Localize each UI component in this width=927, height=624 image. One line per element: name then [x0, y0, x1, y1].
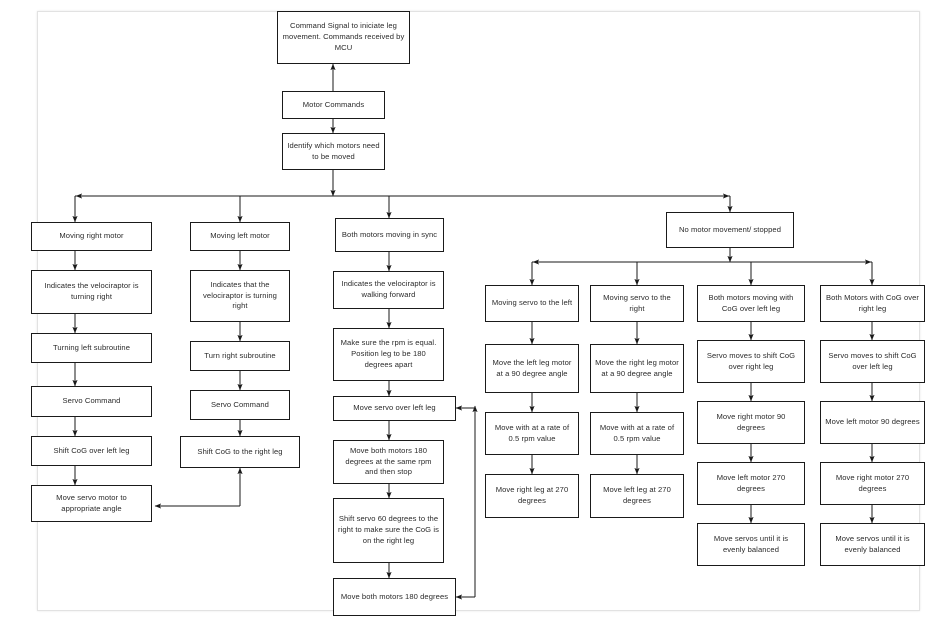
node-both-motors-sync-label: Both motors moving in sync	[341, 229, 438, 239]
node-move-servos-balanced-a[interactable]: Move servos until it is evenly balanced	[697, 523, 805, 566]
node-servo-shift-cog-left-label: Servo moves to shift CoG over left leg	[828, 350, 917, 371]
node-shift-servo-60-degrees-label: Shift servo 60 degrees to the right to m…	[338, 514, 439, 545]
node-move-both-motors-180[interactable]: Move both motors 180 degrees	[333, 578, 456, 616]
node-move-left-leg-270-label: Move left leg at 270 degrees	[603, 485, 671, 505]
node-moving-servo-left-label: Moving servo to the left	[491, 298, 573, 308]
node-both-motors-cog-right[interactable]: Both Motors with CoG over right leg	[820, 285, 925, 322]
node-moving-servo-right[interactable]: Moving servo to the right	[590, 285, 684, 322]
node-make-sure-rpm-equal-label: Make sure the rpm is equal. Position leg…	[340, 338, 437, 369]
node-turn-right-subroutine-label: Turn right subroutine	[204, 350, 276, 360]
node-shift-cog-right-leg-label: Shift CoG to the right leg	[197, 446, 283, 456]
node-move-servos-balanced-a-label: Move servos until it is evenly balanced	[713, 533, 789, 554]
node-move-servo-appropriate-angle-label: Move servo motor to appropriate angle	[56, 492, 127, 513]
node-move-left-motor-270[interactable]: Move left motor 270 degrees	[697, 462, 805, 505]
node-move-both-motors-180-same-rpm-label: Move both motors 180 degrees at the same…	[345, 445, 432, 477]
node-servo-shift-cog-left[interactable]: Servo moves to shift CoG over left leg	[820, 340, 925, 383]
node-shift-cog-right-leg[interactable]: Shift CoG to the right leg	[180, 436, 300, 468]
node-indicates-turning-right-a-label: Indicates the velociraptor is turning ri…	[44, 281, 139, 301]
node-move-rate-05-rpm-b[interactable]: Move with at a rate of 0.5 rpm value	[590, 412, 684, 455]
node-move-right-leg-90-label: Move the right leg motor at a 90 degree …	[595, 357, 679, 378]
node-moving-left-motor[interactable]: Moving left motor	[190, 222, 290, 251]
node-moving-servo-left[interactable]: Moving servo to the left	[485, 285, 579, 322]
node-moving-right-motor-label: Moving right motor	[59, 231, 124, 241]
node-moving-left-motor-label: Moving left motor	[210, 231, 270, 241]
node-indicates-turning-right-a[interactable]: Indicates the velociraptor is turning ri…	[31, 270, 152, 314]
node-move-left-leg-90[interactable]: Move the left leg motor at a 90 degree a…	[485, 344, 579, 393]
node-turning-left-subroutine-label: Turning left subroutine	[52, 342, 131, 352]
node-move-both-motors-180-label: Move both motors 180 degrees	[340, 591, 449, 601]
node-shift-cog-left-leg[interactable]: Shift CoG over left leg	[31, 436, 152, 466]
node-move-servos-balanced-b[interactable]: Move servos until it is evenly balanced	[820, 523, 925, 566]
node-identify-motors-label: Identify which motors need to be moved	[287, 140, 380, 161]
node-shift-cog-left-leg-label: Shift CoG over left leg	[53, 445, 130, 455]
node-both-motors-cog-left-label: Both motors moving with CoG over left le…	[708, 292, 794, 313]
node-indicates-walking-forward-label: Indicates the velociraptor is walking fo…	[341, 279, 436, 299]
node-servo-shift-cog-right-label: Servo moves to shift CoG over right leg	[706, 350, 796, 371]
node-moving-right-motor[interactable]: Moving right motor	[31, 222, 152, 251]
node-shift-servo-60-degrees[interactable]: Shift servo 60 degrees to the right to m…	[333, 498, 444, 563]
node-move-right-motor-270[interactable]: Move right motor 270 degrees	[820, 462, 925, 505]
node-move-left-motor-270-label: Move left motor 270 degrees	[716, 472, 786, 493]
node-move-servo-over-left-leg[interactable]: Move servo over left leg	[333, 396, 456, 421]
node-move-rate-05-rpm-a-label: Move with at a rate of 0.5 rpm value	[494, 422, 570, 443]
node-indicates-walking-forward[interactable]: Indicates the velociraptor is walking fo…	[333, 271, 444, 309]
node-move-right-motor-90[interactable]: Move right motor 90 degrees	[697, 401, 805, 444]
node-turning-left-subroutine[interactable]: Turning left subroutine	[31, 333, 152, 363]
node-servo-command-b[interactable]: Servo Command	[190, 390, 290, 420]
node-command-signal-label: Command Signal to iniciate leg movement.…	[282, 21, 405, 52]
node-move-left-motor-90-label: Move left motor 90 degrees	[825, 417, 920, 427]
node-move-right-leg-270-label: Move right leg at 270 degrees	[495, 485, 569, 505]
node-no-motor-movement[interactable]: No motor movement/ stopped	[666, 212, 794, 248]
node-move-servos-balanced-b-label: Move servos until it is evenly balanced	[835, 533, 910, 554]
node-identify-motors[interactable]: Identify which motors need to be moved	[282, 133, 385, 170]
node-move-right-leg-90[interactable]: Move the right leg motor at a 90 degree …	[590, 344, 684, 393]
node-command-signal[interactable]: Command Signal to iniciate leg movement.…	[277, 11, 410, 64]
node-both-motors-sync[interactable]: Both motors moving in sync	[335, 218, 444, 252]
node-servo-shift-cog-right[interactable]: Servo moves to shift CoG over right leg	[697, 340, 805, 383]
node-indicates-turning-right-b[interactable]: Indicates that the velociraptor is turni…	[190, 270, 290, 322]
node-move-left-leg-270[interactable]: Move left leg at 270 degrees	[590, 474, 684, 518]
node-move-left-motor-90[interactable]: Move left motor 90 degrees	[820, 401, 925, 444]
node-indicates-turning-right-b-label: Indicates that the velociraptor is turni…	[203, 279, 277, 311]
node-servo-command-a-label: Servo Command	[62, 396, 121, 406]
node-both-motors-cog-right-label: Both Motors with CoG over right leg	[825, 292, 920, 313]
node-motor-commands-label: Motor Commands	[302, 99, 365, 109]
node-move-servo-appropriate-angle[interactable]: Move servo motor to appropriate angle	[31, 485, 152, 522]
node-move-left-leg-90-label: Move the left leg motor at a 90 degree a…	[492, 357, 572, 378]
node-move-both-motors-180-same-rpm[interactable]: Move both motors 180 degrees at the same…	[333, 440, 444, 484]
node-move-right-motor-270-label: Move right motor 270 degrees	[835, 472, 910, 493]
node-both-motors-cog-left[interactable]: Both motors moving with CoG over left le…	[697, 285, 805, 322]
node-turn-right-subroutine[interactable]: Turn right subroutine	[190, 341, 290, 371]
node-servo-command-b-label: Servo Command	[211, 399, 269, 409]
node-servo-command-a[interactable]: Servo Command	[31, 386, 152, 417]
node-make-sure-rpm-equal[interactable]: Make sure the rpm is equal. Position leg…	[333, 328, 444, 381]
node-move-rate-05-rpm-a[interactable]: Move with at a rate of 0.5 rpm value	[485, 412, 579, 455]
node-move-servo-over-left-leg-label: Move servo over left leg	[353, 403, 436, 413]
node-move-right-leg-270[interactable]: Move right leg at 270 degrees	[485, 474, 579, 518]
node-moving-servo-right-label: Moving servo to the right	[603, 292, 671, 313]
node-move-rate-05-rpm-b-label: Move with at a rate of 0.5 rpm value	[599, 422, 675, 443]
node-no-motor-movement-label: No motor movement/ stopped	[678, 224, 781, 234]
node-move-right-motor-90-label: Move right motor 90 degrees	[716, 411, 786, 432]
node-motor-commands[interactable]: Motor Commands	[282, 91, 385, 119]
